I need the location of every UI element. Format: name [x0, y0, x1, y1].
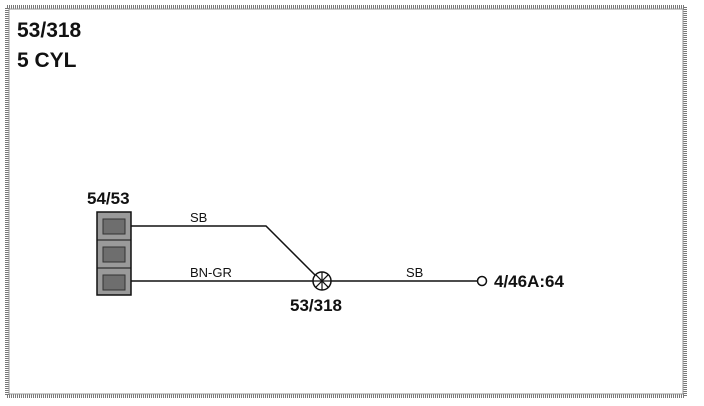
splice-junction-icon	[312, 271, 332, 291]
wire-upper-label: SB	[190, 210, 207, 225]
terminal-label: 4/46A:64	[494, 272, 564, 291]
connector-pin-2	[102, 246, 126, 263]
title-line-1: 53/318	[17, 19, 82, 42]
wire-output-label: SB	[406, 265, 423, 280]
title-line-2: 5 CYL	[17, 49, 77, 72]
wire-lower-label: BN-GR	[190, 265, 232, 280]
diagram-border	[5, 5, 687, 398]
terminal-ring-icon	[476, 275, 488, 287]
diagram-border-inner	[8, 8, 684, 395]
connector-label: 54/53	[87, 189, 130, 208]
junction-label: 53/318	[290, 296, 342, 315]
connector-block	[96, 211, 132, 296]
connector-pin-1	[102, 218, 126, 235]
wire-upper	[131, 225, 317, 277]
connector-pin-3	[102, 274, 126, 291]
